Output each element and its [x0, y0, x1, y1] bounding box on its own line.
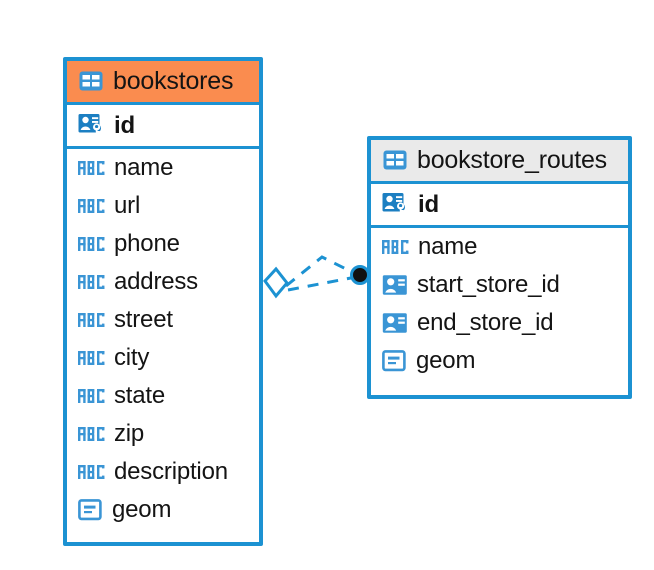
field-row-bookstores-address[interactable]: address [67, 263, 259, 301]
table-icon [79, 71, 103, 91]
field-label-bookstore-routes-end-store-id: end_store_id [417, 309, 554, 336]
field-row-bookstore-routes-id[interactable]: id [371, 184, 628, 228]
field-label-bookstores-name: name [114, 154, 174, 181]
abc-text-icon [78, 237, 105, 251]
relationship-line-start-store[interactable] [285, 255, 357, 288]
diamond-marker-icon [263, 266, 289, 299]
foreign-key-icon [382, 313, 407, 333]
field-row-bookstores-url[interactable]: url [67, 187, 259, 225]
field-label-bookstores-id: id [114, 111, 135, 139]
field-row-bookstores-name[interactable]: name [67, 149, 259, 187]
abc-text-icon [382, 240, 409, 254]
field-label-bookstores-url: url [114, 192, 141, 219]
entity-table-bookstore-routes[interactable]: bookstore_routes id [367, 136, 632, 399]
field-row-bookstore-routes-geom[interactable]: geom [371, 342, 628, 380]
circle-marker-icon [350, 265, 370, 285]
entity-table-bookstores[interactable]: bookstores id [63, 57, 263, 546]
primary-key-icon [78, 114, 101, 136]
geometry-icon [78, 499, 102, 521]
abc-text-icon [78, 465, 105, 479]
abc-text-icon [78, 427, 105, 441]
field-row-bookstores-phone[interactable]: phone [67, 225, 259, 263]
abc-text-icon [78, 389, 105, 403]
abc-text-icon [78, 313, 105, 327]
field-label-bookstores-zip: zip [114, 420, 145, 447]
field-label-bookstores-state: state [114, 382, 166, 409]
field-row-bookstores-zip[interactable]: zip [67, 415, 259, 453]
field-label-bookstore-routes-id: id [418, 190, 439, 218]
entity-title-bookstore-routes: bookstore_routes [417, 146, 607, 174]
field-row-bookstore-routes-start-store-id[interactable]: start_store_id [371, 266, 628, 304]
field-label-bookstore-routes-name: name [418, 233, 478, 260]
entity-header-bookstores[interactable]: bookstores [67, 61, 259, 105]
abc-text-icon [78, 275, 105, 289]
foreign-key-icon [382, 275, 407, 295]
field-label-bookstores-description: description [114, 458, 228, 485]
field-row-bookstores-id[interactable]: id [67, 105, 259, 149]
entity-title-bookstores: bookstores [113, 67, 234, 95]
field-label-bookstores-phone: phone [114, 230, 180, 257]
field-label-bookstores-geom: geom [112, 496, 172, 523]
table-icon [383, 150, 407, 170]
field-label-bookstore-routes-geom: geom [416, 347, 476, 374]
field-row-bookstore-routes-end-store-id[interactable]: end_store_id [371, 304, 628, 342]
entity-header-bookstore-routes[interactable]: bookstore_routes [371, 140, 628, 184]
field-row-bookstores-city[interactable]: city [67, 339, 259, 377]
field-label-bookstore-routes-start-store-id: start_store_id [417, 271, 560, 298]
abc-text-icon [78, 161, 105, 175]
field-row-bookstores-geom[interactable]: geom [67, 491, 259, 529]
field-label-bookstores-street: street [114, 306, 173, 333]
geometry-icon [382, 350, 406, 372]
field-label-bookstores-address: address [114, 268, 198, 295]
relationship-line-end-store[interactable] [287, 275, 357, 292]
field-row-bookstore-routes-name[interactable]: name [371, 228, 628, 266]
abc-text-icon [78, 351, 105, 365]
primary-key-icon [382, 193, 405, 215]
field-row-bookstores-description[interactable]: description [67, 453, 259, 491]
field-row-bookstores-state[interactable]: state [67, 377, 259, 415]
field-row-bookstores-street[interactable]: street [67, 301, 259, 339]
abc-text-icon [78, 199, 105, 213]
field-label-bookstores-city: city [114, 344, 150, 371]
